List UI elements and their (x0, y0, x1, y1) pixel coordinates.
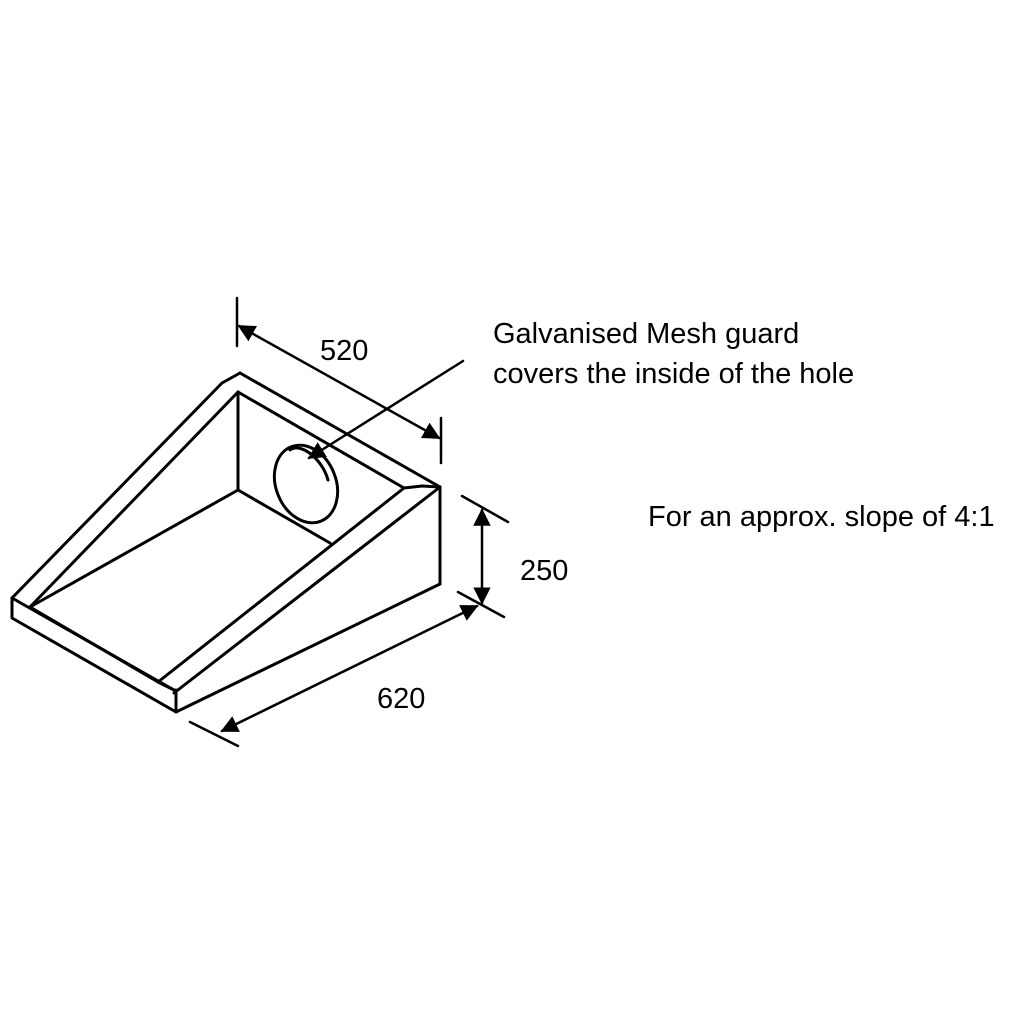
headwall-structure (10, 371, 442, 714)
dimension-620: 620 (188, 604, 479, 748)
back-wall-inner-top-edge (236, 390, 406, 490)
pipe-hole-inner-rim (288, 446, 330, 482)
back-wall-top-edge (238, 371, 442, 489)
dim-250-label: 250 (520, 555, 568, 587)
mesh-guard-text-line2: covers the inside of the hole (493, 358, 854, 390)
mesh-guard-callout: Galvanised Mesh guard covers the inside … (307, 318, 854, 460)
dim-620-ext-left (188, 720, 240, 748)
left-wing-inner-edge (28, 390, 240, 609)
right-wing-inner-slope (156, 486, 406, 684)
apron-top-front (10, 596, 178, 714)
mesh-guard-text-line1: Galvanised Mesh guard (493, 318, 799, 350)
dim-620-line (220, 604, 479, 733)
slope-note: For an approx. slope of 4:1 (648, 501, 995, 533)
dim-520-label: 520 (320, 335, 368, 367)
apron-inner-edge (28, 605, 176, 692)
floor-back-edge (28, 488, 332, 609)
left-wing-outer-edge (10, 371, 242, 600)
dim-620-label: 620 (377, 683, 425, 715)
mesh-guard-leader (307, 359, 465, 460)
dimension-520: 520 (235, 296, 443, 465)
right-wing-outer-slope (172, 485, 442, 695)
dim-520-line (237, 324, 441, 440)
dim-250-ext-top (460, 494, 510, 524)
dimension-250: 250 (456, 494, 568, 619)
right-wing-top-edge (402, 484, 442, 490)
pipe-hole-outer (272, 443, 340, 525)
